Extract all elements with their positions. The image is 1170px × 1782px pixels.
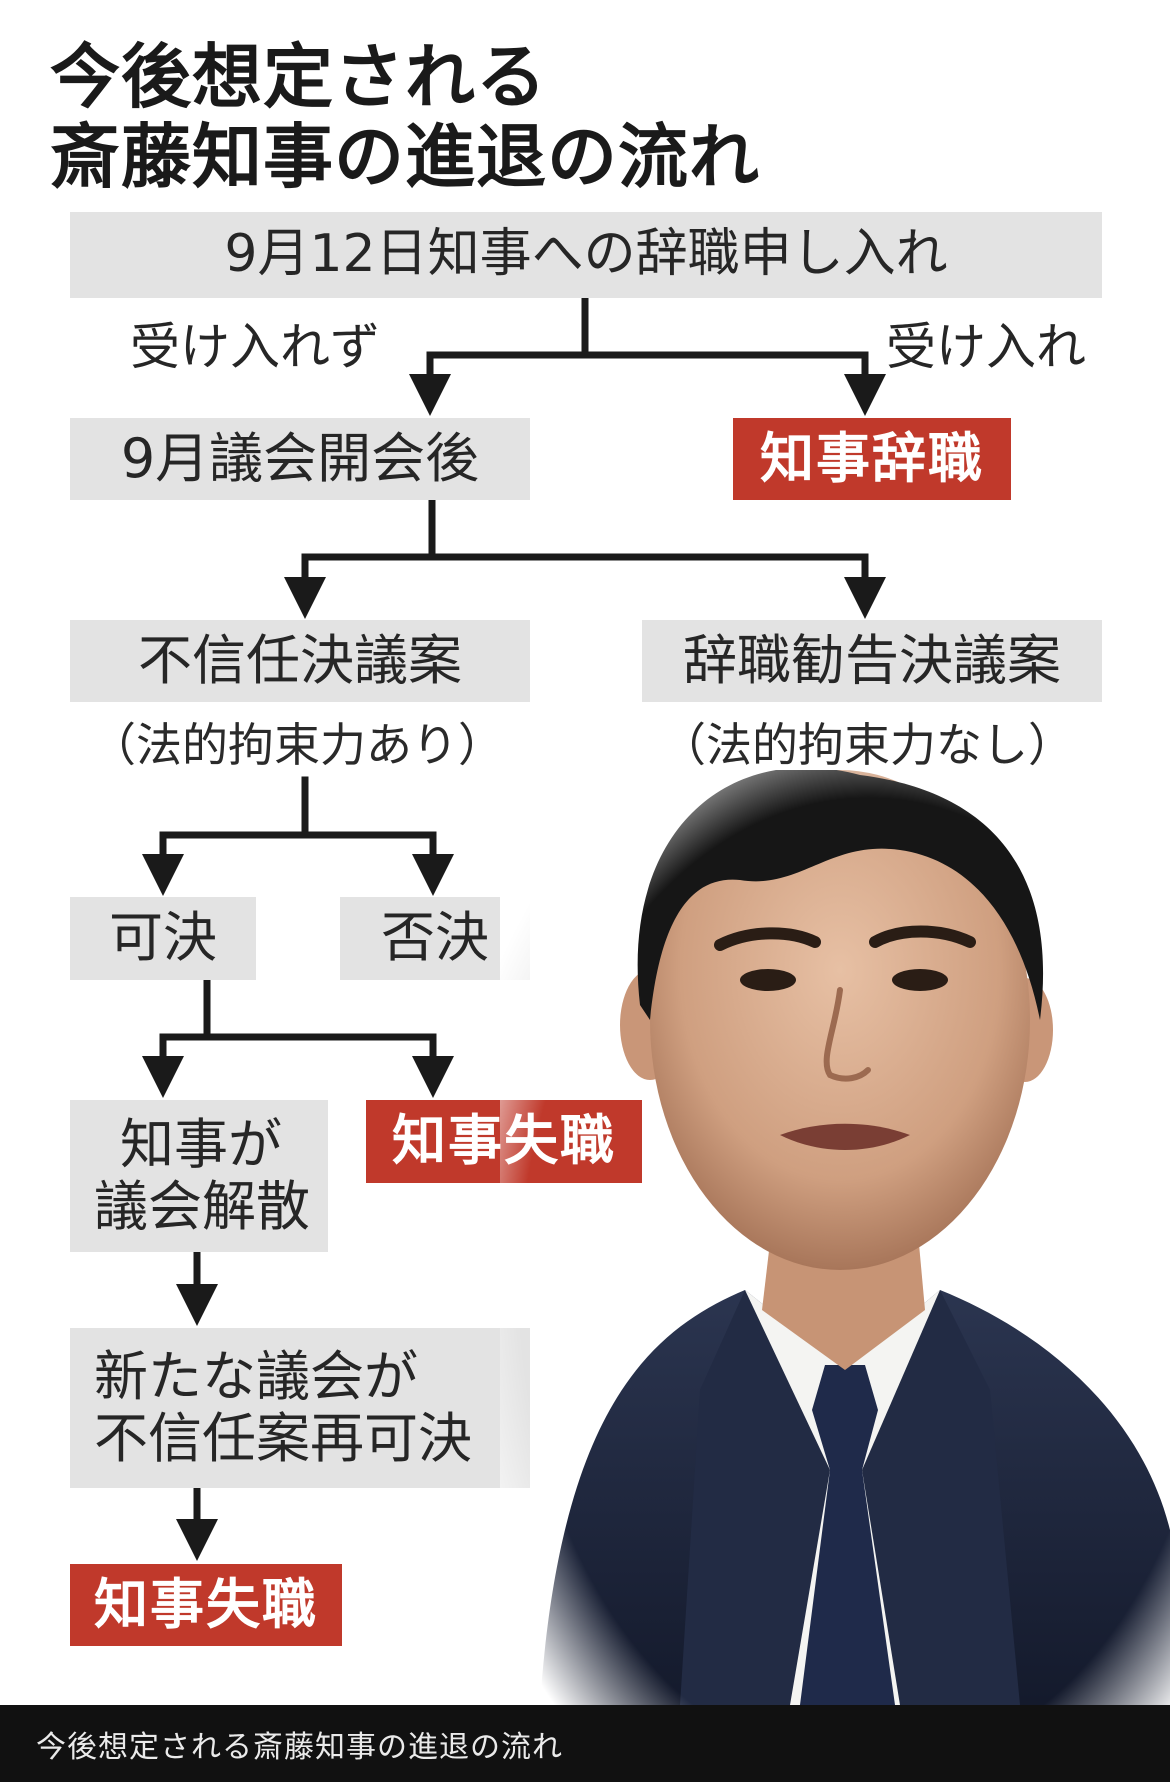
flowchart-graphic: 今後想定される 斎藤知事の進退の流れ bbox=[50, 36, 1170, 1705]
node-dissolve-line-2: 議会解散 bbox=[94, 1175, 310, 1238]
caption-bar: 今後想定される斎藤知事の進退の流れ bbox=[0, 1705, 1170, 1782]
node-lose-office-2: 知事失職 bbox=[70, 1564, 342, 1646]
node-resign-recommend: 辞職勧告決議案 bbox=[642, 620, 1102, 702]
node-new-assembly-line-1: 新たな議会が bbox=[94, 1344, 418, 1408]
node-resign: 知事辞職 bbox=[733, 418, 1011, 500]
governor-portrait-photo bbox=[500, 770, 1170, 1705]
branch-label-reject: 受け入れず bbox=[130, 318, 380, 376]
node-new-assembly-line-2: 不信任案再可決 bbox=[94, 1407, 472, 1470]
node-start: 9月12日知事への辞職申し入れ bbox=[70, 212, 1102, 298]
node-no-confidence: 不信任決議案 bbox=[70, 620, 530, 702]
branch-label-accept: 受け入れ bbox=[886, 318, 1086, 376]
node-dissolve: 知事が 議会解散 bbox=[70, 1100, 328, 1252]
note-no-confidence: （法的拘束力あり） bbox=[90, 718, 504, 772]
node-assembly-open: 9月議会開会後 bbox=[70, 418, 530, 500]
node-passed: 可決 bbox=[70, 897, 256, 980]
title-line-2: 斎藤知事の進退の流れ bbox=[50, 116, 760, 198]
node-rejected: 否決 bbox=[340, 897, 530, 980]
caption-text: 今後想定される斎藤知事の進退の流れ bbox=[36, 1729, 563, 1765]
connector-lines bbox=[142, 294, 886, 1561]
node-new-assembly: 新たな議会が 不信任案再可決 bbox=[70, 1328, 530, 1488]
title-line-1: 今後想定される bbox=[50, 36, 547, 118]
note-resign-recommend: （法的拘束力なし） bbox=[660, 718, 1074, 772]
node-dissolve-line-1: 知事が bbox=[120, 1112, 282, 1176]
